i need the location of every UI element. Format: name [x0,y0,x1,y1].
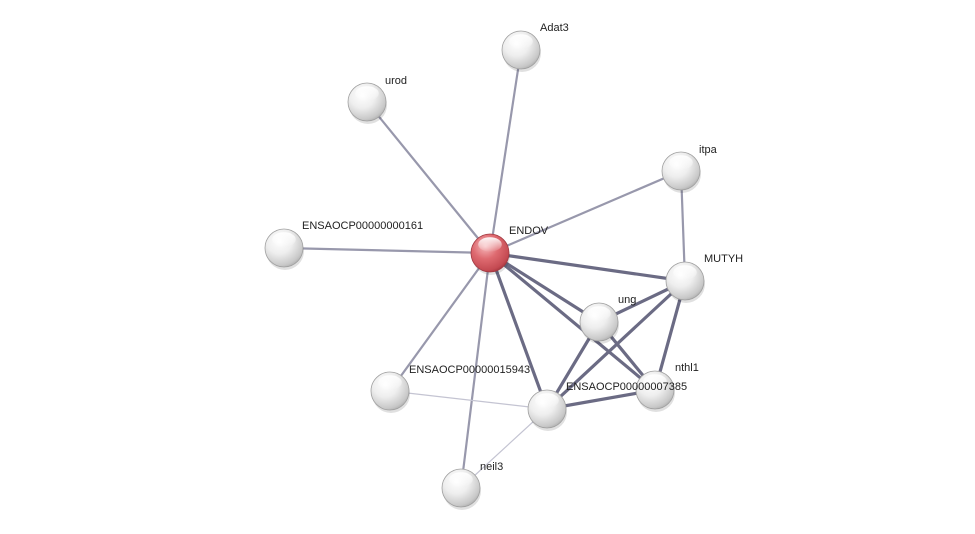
node-endov[interactable]: ENDOV [470,225,549,275]
node-label: ENSAOCP00000007385 [566,381,687,393]
node-highlight [478,237,502,252]
edge-ensaocp00000015943-ensaocp00000007385[interactable] [389,390,548,410]
edge-endov-urod[interactable] [365,100,492,255]
nodes-layer: ENDOV Adat3 urod itpaENSAOCP00000000161MUTY… [264,22,743,510]
node-nthl1[interactable]: nthl1 [635,362,699,412]
node-highlight [673,265,697,280]
node-label: ung [618,294,636,306]
node-ung[interactable]: ung [579,294,636,344]
edge-endov-ensaocp00000000161[interactable] [282,246,492,255]
node-highlight [378,375,402,390]
edge-neil3-ensaocp00000007385[interactable] [460,408,548,489]
node-highlight [643,374,667,389]
node-ensaocp00000015943[interactable]: ENSAOCP00000015943 [370,364,530,413]
node-ensaocp00000000161[interactable]: ENSAOCP00000000161 [264,220,423,270]
edge-endov-neil3[interactable] [459,251,492,490]
node-highlight [272,232,296,247]
node-highlight [535,393,559,408]
node-label: ENSAOCP00000015943 [409,364,530,376]
edge-endov-itpa[interactable] [488,169,683,255]
node-mutyh[interactable]: MUTYH [665,253,743,303]
node-itpa[interactable]: itpa [661,144,718,193]
edge-endov-nthl1[interactable] [488,251,657,392]
node-highlight [669,155,693,170]
node-ensaocp00000007385[interactable]: ENSAOCP00000007385 [527,381,687,431]
node-label: Adat3 [540,22,569,34]
node-label: MUTYH [704,253,743,265]
node-highlight [509,34,533,49]
edge-endov-ung[interactable] [488,251,601,324]
node-highlight [587,306,611,321]
edge-endov-ensaocp00000007385[interactable] [488,251,549,411]
node-label: itpa [699,144,718,156]
node-highlight [449,472,473,487]
node-urod[interactable]: urod [347,75,407,124]
node-highlight [355,86,379,101]
node-label: ENSAOCP00000000161 [302,220,423,232]
edge-endov-mutyh[interactable] [488,251,687,283]
node-label: ENDOV [509,225,549,237]
node-label: nthl1 [675,362,699,374]
edge-endov-adat3[interactable] [488,48,523,255]
node-label: urod [385,75,407,87]
node-adat3[interactable]: Adat3 [501,22,569,72]
edge-endov-ensaocp00000015943[interactable] [388,251,492,393]
node-label: neil3 [480,461,503,473]
node-neil3[interactable]: neil3 [441,461,503,510]
